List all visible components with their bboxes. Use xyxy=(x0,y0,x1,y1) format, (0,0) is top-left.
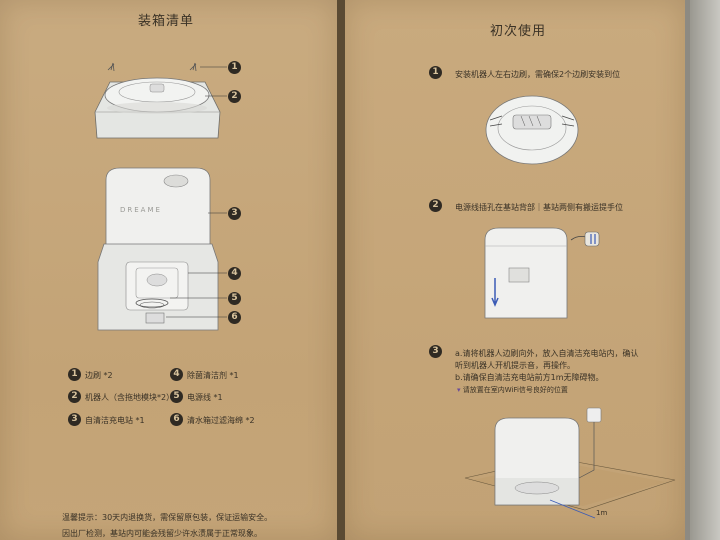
first-use-panel: 初次使用 1 安装机器人左右边刷，需确保2个边刷安装到位 2 电源线插孔在基站背… xyxy=(345,0,685,540)
wifi-note: ▾ 请放置在室内WiFi信号良好的位置 xyxy=(457,385,568,395)
callout-4: 4 xyxy=(228,267,241,280)
wifi-icon: ▾ xyxy=(457,386,461,394)
step-text-3a: a.请将机器人边刷向外，放入自清洁充电站内，确认 xyxy=(455,349,639,358)
legend-label-6: 清水箱过滤海绵 *2 xyxy=(187,416,255,425)
legend-label-3: 自清洁充电站 *1 xyxy=(85,416,145,425)
brand-text: DREAME xyxy=(120,206,162,214)
step-text-3c: b.请确保自清洁充电站前方1m无障碍物。 xyxy=(455,373,604,382)
step-num-1: 1 xyxy=(429,66,442,79)
legend-label-5: 电源线 *1 xyxy=(187,393,223,402)
legend-label-2: 机器人（含拖地模块*2） xyxy=(85,393,175,402)
step-text-1: 安装机器人左右边刷，需确保2个边刷安装到位 xyxy=(455,70,621,79)
callout-2: 2 xyxy=(228,90,241,103)
legend-label-1: 边刷 *2 xyxy=(85,371,113,380)
wifi-note-text: 请放置在室内WiFi信号良好的位置 xyxy=(462,386,568,394)
callout-1: 1 xyxy=(228,61,241,74)
floor-distance-label: 1m xyxy=(596,509,608,517)
note-line-2: 因出厂检测，基站内可能会残留少许水渍属于正常现象。 xyxy=(62,529,262,538)
robot-tray-illustration xyxy=(94,62,227,331)
first-use-illustrations xyxy=(464,95,676,519)
step-text-3b: 听到机器人开机提示音，再操作。 xyxy=(455,361,575,370)
legend-num-2: 2 xyxy=(68,390,81,403)
step-num-2: 2 xyxy=(429,199,442,212)
packing-list-title: 装箱清单 xyxy=(138,14,195,29)
box-gap xyxy=(337,0,345,540)
legend-label-4: 除菌清洁剂 *1 xyxy=(187,371,239,380)
legend-num-5: 5 xyxy=(170,390,183,403)
background-window xyxy=(690,0,720,540)
legend-num-4: 4 xyxy=(170,368,183,381)
callout-5: 5 xyxy=(228,292,241,305)
callout-6: 6 xyxy=(228,311,241,324)
note-line-1: 温馨提示：30天内退换货，需保留原包装，保证运输安全。 xyxy=(62,513,273,522)
legend-num-1: 1 xyxy=(68,368,81,381)
first-use-title: 初次使用 xyxy=(490,24,547,39)
step-num-3: 3 xyxy=(429,345,442,358)
packing-list-panel: 装箱清单 DREAME 1 2 3 4 5 xyxy=(0,0,337,540)
callout-3: 3 xyxy=(228,207,241,220)
legend-num-3: 3 xyxy=(68,413,81,426)
legend-num-6: 6 xyxy=(170,413,183,426)
step-text-2: 电源线插孔在基站背部｜基站两侧有搬运提手位 xyxy=(455,203,623,212)
